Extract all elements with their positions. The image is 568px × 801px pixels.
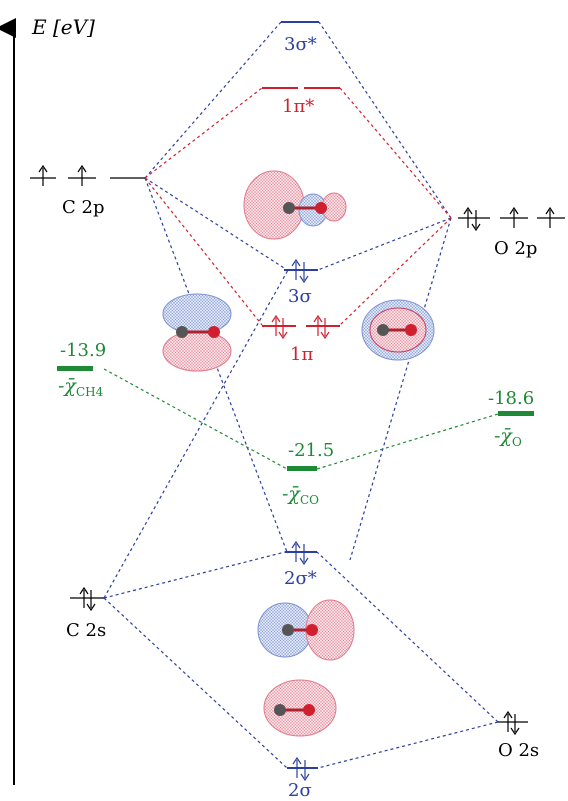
c2p-label: C 2p xyxy=(62,197,104,218)
ref-o: -18.6 -χ̄O xyxy=(488,388,534,449)
svg-text:-χ̄O: -χ̄O xyxy=(494,425,522,449)
mo-3sigma-star-label: 3σ* xyxy=(284,34,317,55)
ref-co-sub: CO xyxy=(300,493,319,507)
c2s-level xyxy=(70,586,104,612)
ref-ch4-value: -13.9 xyxy=(60,340,106,361)
mo-1pi-label: 1π xyxy=(290,344,313,365)
mo-3sigma xyxy=(284,258,318,284)
mo-2sigma-label: 2σ xyxy=(288,780,312,801)
ref-co-symbol: -χ̄ xyxy=(282,483,301,505)
orbital-3sigma-picture xyxy=(243,170,347,240)
o2p-label: O 2p xyxy=(494,238,537,259)
o2s-label: O 2s xyxy=(498,740,539,761)
ref-o-value: -18.6 xyxy=(488,388,534,409)
pi-correlation-lines xyxy=(144,87,452,326)
reference-lines xyxy=(103,368,499,470)
orbital-2sigma-picture xyxy=(263,679,337,737)
ref-co: -21.5 -χ̄CO xyxy=(282,440,334,507)
sigma-correlation-lines xyxy=(103,21,499,769)
mo-3sigma-label: 3σ xyxy=(288,286,312,307)
ref-o-symbol: -χ̄ xyxy=(494,425,513,447)
ref-ch4-symbol: -χ̄ xyxy=(58,375,77,397)
svg-text:-χ̄CO: -χ̄CO xyxy=(282,483,319,507)
orbital-2sigma-star-picture xyxy=(257,599,355,661)
ref-o-sub: O xyxy=(512,435,522,449)
energy-axis-label: E [eV] xyxy=(31,15,95,39)
orbital-1pi-right-picture xyxy=(361,299,435,361)
orbital-1pi-left-picture xyxy=(162,293,232,372)
ref-ch4-sub: CH4 xyxy=(76,385,104,399)
energy-axis: E [eV] xyxy=(0,15,95,785)
mo-1pi-star-label: 1π* xyxy=(282,96,314,117)
ref-ch4: -13.9 -χ̄CH4 xyxy=(57,340,106,399)
c2p-levels xyxy=(30,164,145,186)
svg-text:-χ̄CH4: -χ̄CH4 xyxy=(58,375,104,399)
mo-2sigma-star xyxy=(285,540,317,566)
mo-2sigma xyxy=(287,756,318,782)
o2s-level xyxy=(498,710,528,736)
mo-2sigma-star-label: 2σ* xyxy=(284,568,317,589)
c2s-label: C 2s xyxy=(66,620,106,641)
mo-1pi xyxy=(262,314,340,340)
ref-co-value: -21.5 xyxy=(288,440,334,461)
o2p-levels xyxy=(458,206,565,232)
